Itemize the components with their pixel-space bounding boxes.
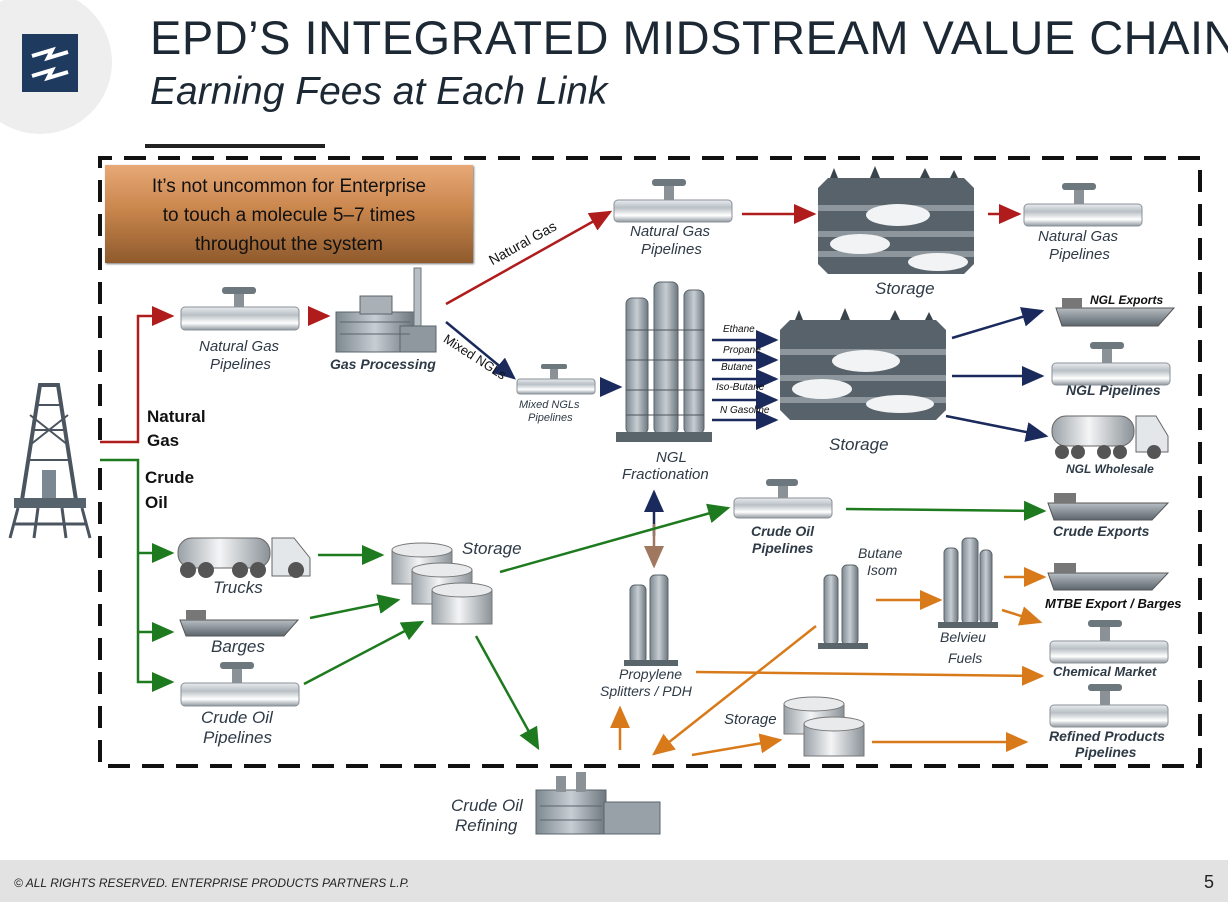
natural-gas-source-line — [100, 306, 175, 444]
ngl-fractionation-icon — [616, 281, 712, 442]
page-title: EPD’S INTEGRATED MIDSTREAM VALUE CHAIN — [150, 11, 1228, 64]
label-barges: Barges — [211, 637, 265, 656]
label-ngl-pipelines: NGL Pipelines — [1066, 382, 1161, 398]
page-number: 5 — [1204, 872, 1215, 892]
label-mixed-ngl-pipelines-a: Mixed NGLs — [519, 399, 580, 411]
butane-isom-icon — [818, 564, 868, 649]
gas-storage-icon — [818, 166, 974, 274]
label-iso-butane: Iso-Butane — [716, 382, 765, 393]
label-storage-ngl: Storage — [829, 435, 889, 454]
crude-exports-ship-icon — [1047, 493, 1170, 521]
label-ng-pipelines-1-b: Pipelines — [210, 356, 271, 373]
label-butane: Butane — [721, 362, 753, 373]
belvieu-fuels-icon — [938, 537, 998, 628]
label-crude-pipelines-left-a: Crude Oil — [201, 708, 273, 727]
label-storage-crude: Storage — [462, 539, 522, 558]
crude-pipelines-left-icon — [180, 662, 300, 707]
logo-icon — [22, 34, 78, 92]
label-trucks: Trucks — [213, 578, 263, 597]
ngl-pipelines-icon — [1051, 342, 1171, 386]
ngl-wholesale-truck-icon — [1051, 415, 1169, 459]
footer-copyright: © ALL RIGHTS RESERVED. ENTERPRISE PRODUC… — [14, 876, 410, 890]
page-subtitle: Earning Fees at Each Link — [150, 70, 608, 113]
label-belvieu-fuels-a: Belvieu — [940, 629, 986, 645]
label-natural-gas-source-2: Gas — [147, 431, 180, 450]
trucks-icon — [177, 537, 311, 578]
label-storage-refined: Storage — [724, 711, 777, 728]
drilling-rig-icon — [8, 383, 92, 539]
label-ng-pipelines-2-a: Natural Gas — [630, 223, 711, 240]
footer-bar — [0, 860, 1228, 902]
ngl-storage-icon — [780, 308, 946, 420]
mtbe-ship-icon — [1047, 563, 1170, 591]
label-ng-pipelines-3-a: Natural Gas — [1038, 228, 1119, 245]
gas-processing-icon — [335, 267, 437, 353]
label-ng-pipelines-2-b: Pipelines — [641, 241, 702, 258]
label-ethane: Ethane — [723, 324, 755, 335]
callout-line-1: It’s not uncommon for Enterprise — [151, 176, 427, 197]
crude-refining-icon — [535, 772, 661, 835]
label-ngl-fractionation-b: Fractionation — [622, 466, 709, 483]
label-ng-pipelines-3-b: Pipelines — [1049, 246, 1110, 263]
mixed-ngl-pipelines-icon — [516, 364, 596, 395]
label-crude-pipelines-mid-b: Pipelines — [752, 540, 814, 556]
system-boundary — [98, 156, 1202, 768]
crude-pipelines-mid-icon — [733, 479, 833, 519]
callout-box: It’s not uncommon for Enterprise to touc… — [105, 165, 473, 263]
label-ngl-exports: NGL Exports — [1090, 293, 1164, 307]
ngl-exports-ship-icon — [1055, 298, 1176, 327]
label-ngl-wholesale: NGL Wholesale — [1066, 462, 1154, 476]
label-crude-oil-source-1: Crude — [145, 468, 195, 487]
label-mtbe-export: MTBE Export / Barges — [1045, 596, 1182, 611]
ng-pipelines-2-icon — [613, 179, 733, 223]
label-gas-processing: Gas Processing — [330, 356, 436, 372]
label-ngl-fractionation-a: NGL — [656, 449, 687, 466]
label-crude-refining-b: Refining — [455, 816, 518, 835]
callout-line-2: to touch a molecule 5–7 times — [162, 205, 416, 226]
propylene-splitter-icon — [624, 574, 678, 666]
barges-ship-icon — [179, 610, 300, 637]
logo-area — [0, 0, 325, 148]
chemical-market-pipe-icon — [1049, 620, 1169, 664]
label-mixed-ngl-pipelines-b: Pipelines — [528, 412, 573, 424]
label-crude-pipelines-left-b: Pipelines — [203, 728, 272, 747]
refined-storage-tanks-icon — [783, 696, 865, 757]
label-crude-pipelines-mid-a: Crude Oil — [751, 523, 815, 539]
label-crude-refining-a: Crude Oil — [451, 796, 523, 815]
label-refined-products-b: Pipelines — [1075, 744, 1137, 760]
label-n-gasoline: N Gasoline — [720, 405, 770, 416]
label-propylene-b: Splitters / PDH — [600, 683, 692, 699]
ng-pipelines-3-icon — [1023, 183, 1143, 227]
label-crude-oil-source-2: Oil — [145, 493, 168, 512]
label-refined-products-a: Refined Products — [1049, 728, 1165, 744]
label-crude-exports: Crude Exports — [1053, 523, 1150, 539]
ng-pipelines-1-icon — [180, 287, 300, 331]
label-butane-isom-b: Isom — [867, 562, 898, 578]
crude-oil-source-line — [100, 458, 175, 692]
label-propylene-a: Propylene — [619, 666, 683, 682]
label-propane: Propane — [723, 345, 761, 356]
label-belvieu-fuels-b: Fuels — [948, 650, 983, 666]
label-natural-gas-source-1: Natural — [147, 407, 206, 426]
label-ng-pipelines-1-a: Natural Gas — [199, 338, 280, 355]
label-storage-gas: Storage — [875, 279, 935, 298]
callout-line-3: throughout the system — [195, 234, 383, 255]
label-chemical-market: Chemical Market — [1053, 664, 1157, 679]
refined-products-pipe-icon — [1049, 684, 1169, 728]
crude-storage-tanks-icon — [391, 542, 493, 625]
label-butane-isom-a: Butane — [858, 545, 903, 561]
